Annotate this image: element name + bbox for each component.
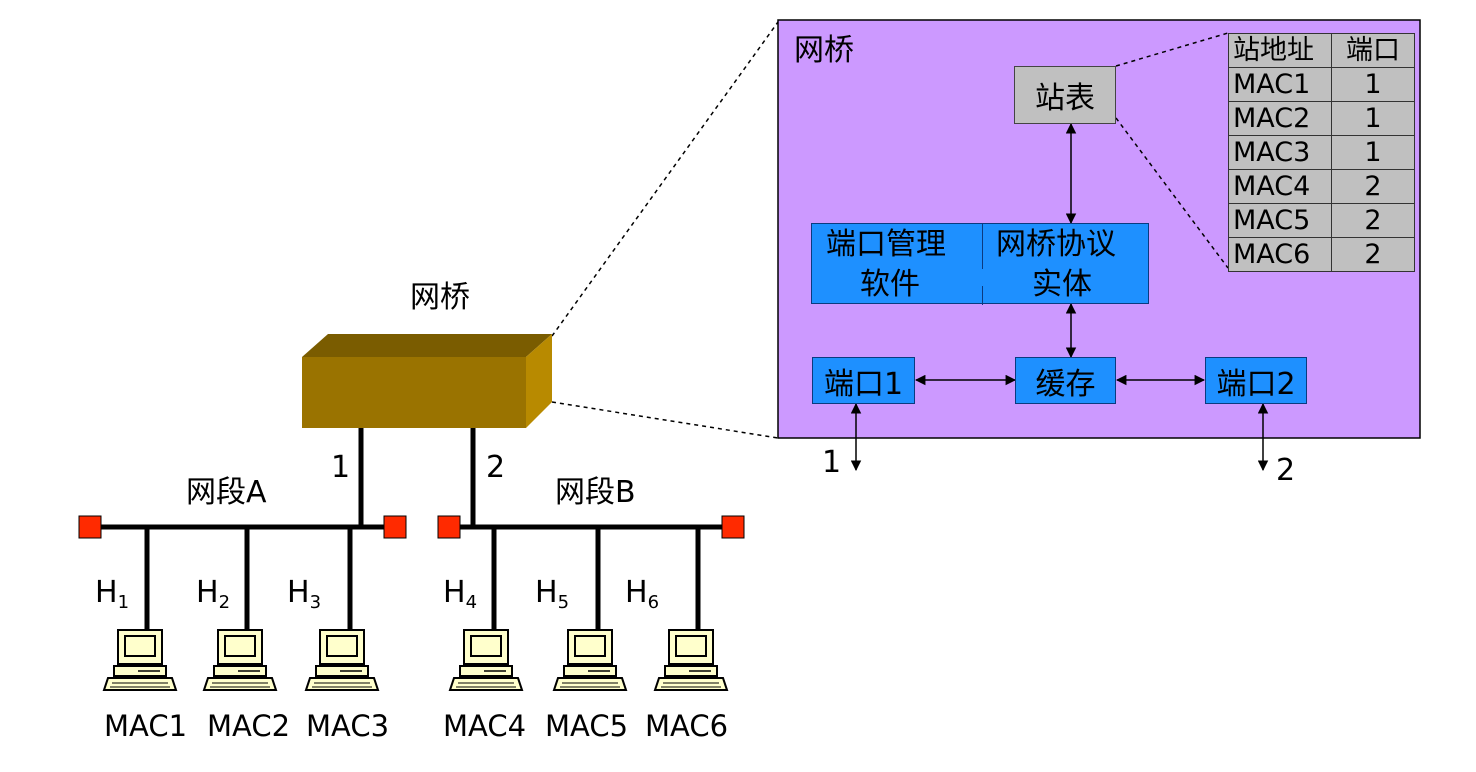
- protocol-module: 端口管理 软件 网桥协议 实体: [811, 223, 1149, 305]
- cell-mac: MAC2: [1228, 101, 1332, 136]
- station-table-header: 站地址 端口: [1228, 33, 1415, 68]
- table-zoom-line-top: [1115, 32, 1229, 67]
- bridge-box-front: [302, 357, 526, 428]
- cell-mac: MAC6: [1228, 237, 1332, 272]
- bridge-port1-label: 1: [331, 450, 351, 485]
- cell-mac: MAC3: [1228, 135, 1332, 170]
- bridge-port2-label: 2: [486, 450, 506, 485]
- cell-mac: MAC1: [1228, 67, 1332, 102]
- module-divider-top: [982, 224, 983, 269]
- header-port: 端口: [1331, 33, 1415, 68]
- host-label-h6: H6: [625, 575, 660, 613]
- zoom-line-bottom: [551, 401, 779, 439]
- host-mac-label: MAC4: [443, 709, 527, 743]
- host-mac-label: MAC1: [104, 709, 188, 743]
- cell-port: 2: [1331, 169, 1415, 204]
- cell-port: 1: [1331, 135, 1415, 170]
- terminator-a-right: [383, 515, 407, 539]
- cell-port: 2: [1331, 203, 1415, 238]
- port2-box: 端口2: [1205, 357, 1307, 404]
- computer-icon: [103, 629, 177, 691]
- host-mac-label: MAC3: [306, 709, 390, 743]
- host-mac-label: MAC5: [545, 709, 629, 743]
- cell-mac: MAC5: [1228, 203, 1332, 238]
- zoom-line-top: [551, 21, 779, 337]
- host-label-h4: H4: [443, 575, 478, 613]
- port-management-line1: 端口管理: [826, 227, 946, 262]
- bridge-box-top: [302, 334, 552, 357]
- segment-b-label: 网段B: [555, 475, 636, 510]
- cell-port: 1: [1331, 67, 1415, 102]
- port1-box: 端口1: [812, 357, 915, 404]
- external-port1-label: 1: [822, 445, 842, 480]
- computer-icon: [654, 629, 728, 691]
- detail-title: 网桥: [794, 33, 854, 68]
- cell-port: 2: [1331, 237, 1415, 272]
- cell-mac: MAC4: [1228, 169, 1332, 204]
- computer-icon: [305, 629, 379, 691]
- host-label-h2: H2: [196, 575, 231, 613]
- terminator-b-left: [437, 515, 461, 539]
- cell-port: 1: [1331, 101, 1415, 136]
- bridge-protocol-line1: 网桥协议: [996, 227, 1116, 262]
- computer-icon: [553, 629, 627, 691]
- computer-icon: [449, 629, 523, 691]
- bridge-box-side: [526, 334, 552, 428]
- host-label-h3: H3: [287, 575, 322, 613]
- station-table-box: 站表: [1014, 66, 1116, 124]
- terminator-b-right: [721, 515, 745, 539]
- port-management-line2: 软件: [860, 267, 920, 302]
- module-divider-bottom: [982, 286, 983, 305]
- host-mac-label: MAC6: [645, 709, 729, 743]
- bridge-protocol-line2: 实体: [1032, 267, 1092, 302]
- buffer-box: 缓存: [1015, 357, 1116, 404]
- host-label-h5: H5: [535, 575, 570, 613]
- host-mac-label: MAC2: [207, 709, 291, 743]
- header-station-address: 站地址: [1228, 33, 1332, 68]
- host-label-h1: H1: [95, 575, 130, 613]
- bridge-label: 网桥: [410, 280, 470, 315]
- computer-icon: [203, 629, 277, 691]
- segment-a-label: 网段A: [186, 475, 267, 510]
- external-port2-label: 2: [1276, 453, 1296, 488]
- terminator-a-left: [78, 515, 102, 539]
